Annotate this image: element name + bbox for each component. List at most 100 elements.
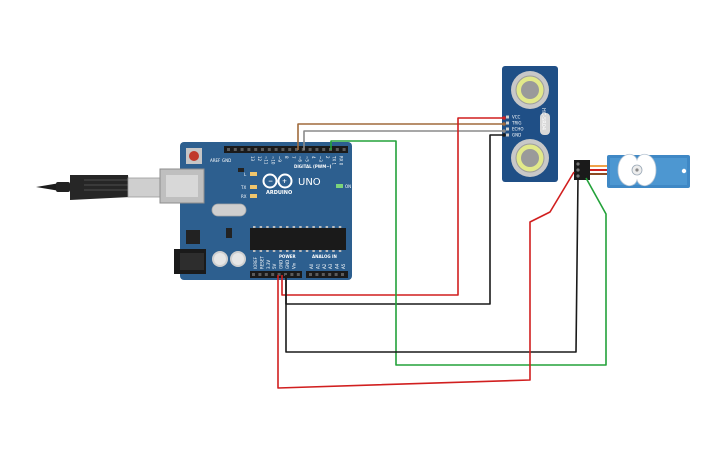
digital-pin-label: 4 (311, 156, 316, 159)
digital-pin-label: 12 (257, 156, 262, 162)
wire-sensor-vcc-red[interactable] (281, 117, 504, 296)
digital-pin-hole[interactable] (288, 148, 292, 151)
analog-pin-hole[interactable] (328, 273, 332, 276)
ultrasonic-pin-label: TRIG (511, 121, 522, 126)
digital-pin-label: ~10 (270, 156, 275, 165)
power-pin-hole[interactable] (284, 273, 287, 276)
digital-pin-hole[interactable] (261, 148, 264, 151)
svg-text:−: − (268, 178, 273, 185)
ultrasonic-pin-label: GND (512, 133, 521, 138)
power-header (250, 271, 302, 278)
power-pin-hole[interactable] (277, 273, 281, 276)
analog-pin-label: A5 (341, 263, 346, 269)
digital-pin-label: 7 (291, 156, 296, 159)
digital-pin-hole[interactable] (233, 148, 237, 151)
analog-pin-hole[interactable] (341, 273, 344, 276)
power-pin-hole[interactable] (258, 273, 262, 276)
digital-pin-label: 13 (250, 156, 255, 162)
chip-pins (253, 226, 342, 252)
arduino-logo: − + (262, 173, 293, 189)
wire-servo-signal-green[interactable] (330, 140, 607, 366)
digital-pin-hole[interactable] (247, 148, 251, 151)
bottom-pin-holes (252, 273, 344, 276)
digital-header (224, 146, 348, 153)
wire-echo-gray[interactable] (303, 130, 504, 150)
infinity-right-icon (277, 173, 293, 189)
arduino-uno-board[interactable]: L TX RX ON − + ARDUINO UNO DIGITAL (PWM~… (159, 142, 352, 280)
digital-pin-hole[interactable] (295, 148, 298, 151)
analog-pin-label: A2 (322, 263, 327, 269)
power-pin-label: GND (285, 260, 290, 269)
power-pin-hole[interactable] (252, 273, 255, 276)
power-label: POWER (279, 254, 296, 259)
power-pin-label: RESET (259, 256, 264, 269)
digital-pin-hole[interactable] (227, 148, 230, 151)
usb-cable-strain-relief (56, 182, 70, 192)
aref-label: AREF (210, 158, 221, 163)
digital-pin-label: ~9 (277, 156, 282, 162)
digital-pin-hole[interactable] (342, 148, 346, 151)
ultrasonic-pin[interactable] (506, 115, 509, 119)
digital-pin-hole[interactable] (322, 148, 326, 151)
digital-pin-label: 2 (325, 156, 330, 159)
power-pin-hole[interactable] (264, 273, 268, 276)
digital-pin-hole[interactable] (274, 148, 278, 151)
ultrasonic-pin[interactable] (506, 133, 509, 137)
usb-plug-body (70, 175, 130, 200)
digital-pin-hole[interactable] (308, 148, 312, 151)
wire-servo-power-red[interactable] (277, 171, 575, 389)
digital-pin-label: ~5 (304, 156, 309, 162)
power-pin-label: GND (279, 260, 284, 269)
digital-pin-hole[interactable] (267, 148, 271, 151)
model-label: UNO (298, 177, 321, 188)
wire-servo-gnd-black[interactable] (285, 177, 579, 353)
analog-label: ANALOG IN (312, 254, 337, 259)
rx-led-label: RX (241, 194, 247, 199)
led-on (336, 184, 343, 188)
usb-cable-tail (36, 183, 60, 191)
micro-servo[interactable] (574, 153, 690, 188)
power-pin-hole[interactable] (271, 273, 275, 276)
ultrasonic-pin[interactable] (506, 121, 509, 125)
analog-header (306, 271, 348, 278)
analog-pin-label: A3 (328, 263, 333, 269)
power-pin-hole[interactable] (290, 273, 294, 276)
led-tx (250, 185, 257, 189)
digital-pin-hole[interactable] (240, 148, 244, 151)
digital-pin-hole[interactable] (315, 148, 319, 151)
ultrasonic-pin[interactable] (506, 127, 509, 131)
analog-pin-hole[interactable] (321, 273, 325, 276)
digital-pin-hole[interactable] (254, 148, 258, 151)
on-led-label: ON (345, 184, 351, 189)
analog-pin-label: A4 (335, 263, 340, 269)
digital-pin-hole[interactable] (281, 148, 285, 151)
digital-label: DIGITAL (PWM~) (294, 164, 332, 169)
servo-mount-hole (681, 168, 687, 174)
analog-pin-hole[interactable] (315, 273, 319, 276)
infinity-left-icon (262, 173, 278, 189)
digital-pin-label: ~6 (298, 156, 303, 162)
ultrasonic-pin-label: ECHO (512, 127, 523, 132)
analog-pin-hole[interactable] (334, 273, 338, 276)
power-pin-label: Vin (291, 262, 296, 269)
digital-pin-label: RX 0 (338, 156, 343, 166)
led-rx (250, 194, 257, 198)
atmega-chip (250, 228, 346, 250)
power-pin-hole[interactable] (296, 273, 300, 276)
usb-cable[interactable] (36, 175, 161, 200)
l-led-label: L (244, 172, 247, 177)
digital-pin-label: ~11 (264, 156, 269, 165)
digital-pin-hole[interactable] (335, 148, 339, 151)
wires (277, 116, 607, 389)
analog-pin-label: A1 (315, 263, 320, 269)
wire-trig-brown[interactable] (297, 123, 504, 150)
analog-pin-hole[interactable] (309, 273, 312, 276)
digital-pin-label: ~3 (318, 156, 323, 162)
gnd-label: GND (222, 158, 231, 163)
power-pin-label: 5V (272, 263, 277, 269)
tx-led-label: TX (240, 185, 246, 190)
